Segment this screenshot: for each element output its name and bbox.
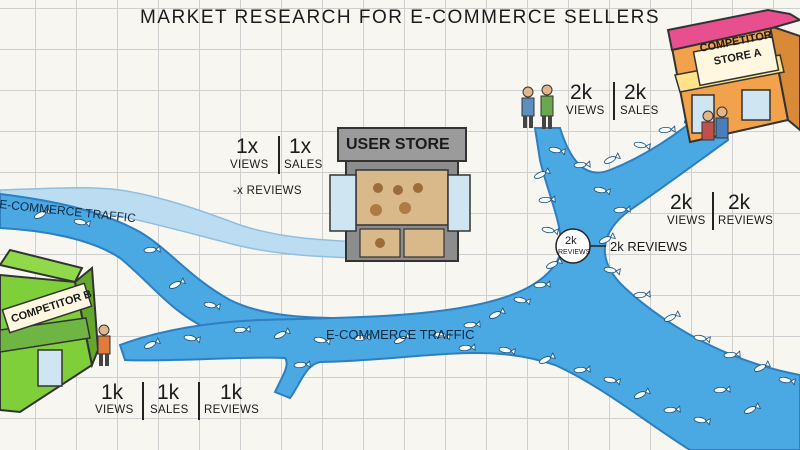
comp-b-divider-2 [198,382,200,420]
comp-b-views-label: VIEWS [95,405,134,417]
main-traffic-label: E-COMMERCE TRAFFIC [326,328,475,341]
user-reviews-label: -x REVIEWS [233,186,302,198]
comp-b-views-value: 1k [101,382,123,403]
comp-a-sales-label: SALES [620,106,659,118]
comp-a-reviews-label: REVIEWS [718,216,773,228]
bubble-reviews-value: 2k [565,236,577,247]
user-views-value: 1x [236,136,258,157]
comp-a-views-value: 2k [570,82,592,103]
comp-a-views2-value: 2k [670,192,692,213]
user-stat-divider [278,136,280,174]
person-b [98,325,110,366]
comp-a-views2-label: VIEWS [667,216,706,228]
user-store-sign: USER STORE [346,137,450,153]
fish-icon [659,126,675,133]
comp-a-sales-value: 2k [624,82,646,103]
comp-b-divider-1 [142,382,144,420]
fish-icon [634,291,650,298]
competitor-store-b [0,250,98,412]
fish-icon [634,141,651,150]
comp-a-stat2-divider [712,192,714,230]
comp-b-reviews-label: REVIEWS [204,405,259,417]
competitor-store-a [668,10,800,142]
comp-a-views-label: VIEWS [566,106,605,118]
fish-icon [663,311,680,323]
bubble-reviews-label: REVIEWS [558,249,590,256]
user-sales-label: SALES [284,160,323,172]
comp-a-stat-divider [613,82,615,120]
comp-b-sales-value: 1k [157,382,179,403]
user-sales-value: 1x [289,136,311,157]
comp-b-reviews-value: 1k [220,382,242,403]
comp-b-sales-label: SALES [150,405,189,417]
fish-icon [603,153,620,165]
comp-a-reviews-value: 2k [728,192,750,213]
fish-icon [542,226,559,235]
reviews-callout: 2k REVIEWS [610,240,687,253]
user-views-label: VIEWS [230,160,269,172]
page-title: MARKET RESEARCH FOR E-COMMERCE SELLERS [0,8,800,27]
